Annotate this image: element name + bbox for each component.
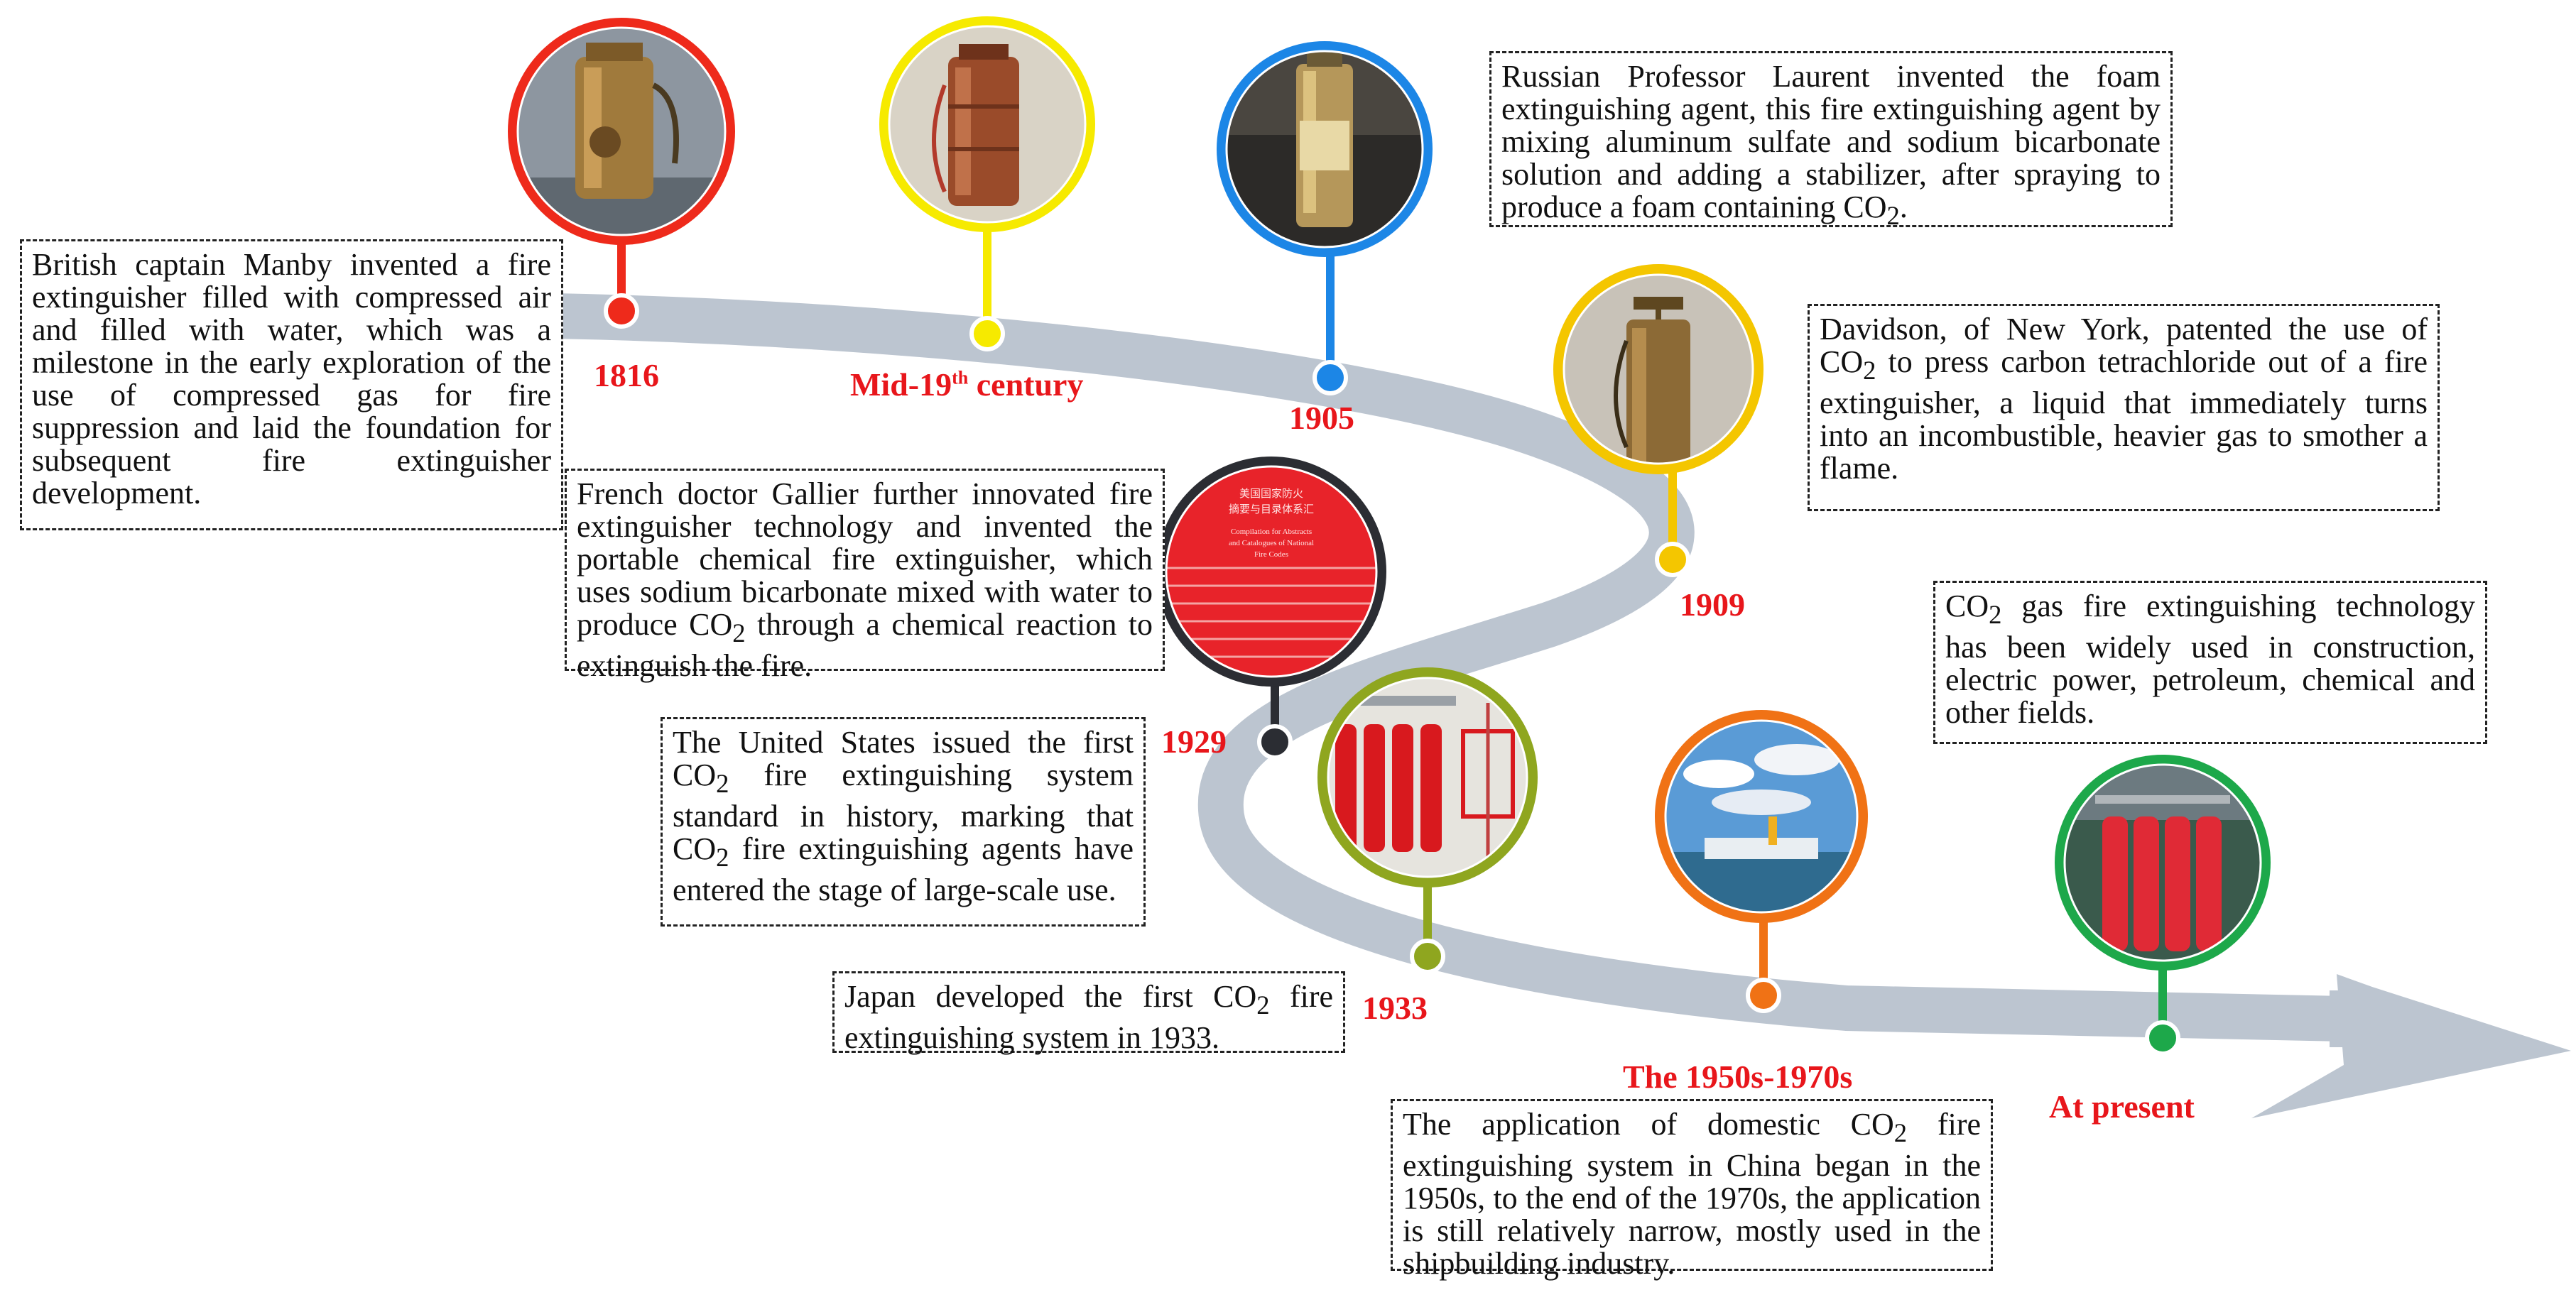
year-1816: 1816 xyxy=(594,357,659,393)
note-davidson-end: to press carbon tetrachloride out of a f… xyxy=(1820,344,2428,486)
note-japan-end: fire extinguishing system in 1933. xyxy=(844,979,1334,1055)
road-arrowhead xyxy=(2251,974,2571,1118)
red-cylinder-bank-photo xyxy=(2065,765,2261,961)
medallion-1905 xyxy=(1217,41,1433,257)
note-davidson-1909: Davidson, of New York, patented the use … xyxy=(1808,304,2440,511)
note-china-text: The application of domestic CO xyxy=(1403,1107,1894,1142)
road-arrowhead-base xyxy=(2330,990,2358,1047)
note-laurent-text: Russian Professor Laurent invented the f… xyxy=(1501,59,2161,224)
year-mid-19th-century: Mid-19th century xyxy=(850,366,1083,403)
year-mid19-text: Mid-19 xyxy=(850,366,952,403)
doc-cover-line-3: Compilation for Abstracts xyxy=(1231,528,1312,536)
note-china-sub: 2 xyxy=(1893,1118,1908,1147)
road-body xyxy=(553,293,2344,1042)
year-1905: 1905 xyxy=(1289,400,1354,436)
note-us-end: fire extinguishing agents have entered t… xyxy=(673,831,1134,907)
brass-pump-extinguisher-photo xyxy=(1564,275,1753,464)
note-laurent-sub: 2 xyxy=(1886,200,1900,230)
doc-cover-line-1: 美国国家防火 xyxy=(1239,488,1303,500)
copper-extinguisher-photo xyxy=(889,26,1085,222)
dot-1816 xyxy=(604,293,639,329)
note-us-mid: fire extinguishing system standard in hi… xyxy=(673,758,1134,866)
medallion-mid19 xyxy=(879,16,1095,232)
note-manby-text: British captain Manby invented a fire ex… xyxy=(32,247,551,510)
foam-extinguisher-photo xyxy=(1227,51,1423,247)
medallion-1929: 美国国家防火 摘要与目录体系汇 Compilation for Abstract… xyxy=(1156,457,1386,687)
note-japan-sub: 2 xyxy=(1256,990,1270,1020)
year-1933: 1933 xyxy=(1362,990,1428,1026)
note-japan-1933: Japan developed the first CO2 fire extin… xyxy=(832,971,1345,1055)
note-present: CO2 gas fire extinguishing technology ha… xyxy=(1933,581,2487,744)
note-china-end: fire extinguishing system in China began… xyxy=(1403,1107,1981,1281)
note-laurent-1905: Russian Professor Laurent invented the f… xyxy=(1489,51,2173,230)
note-present-text: CO xyxy=(1945,589,1989,623)
medallion-1933 xyxy=(1317,667,1538,887)
note-us-standard-1929: The United States issued the first CO2 f… xyxy=(661,717,1146,927)
standard-document-cover-photo: 美国国家防火 摘要与目录体系汇 Compilation for Abstract… xyxy=(1166,466,1376,677)
medallion-1816 xyxy=(508,18,735,245)
medallion-1909 xyxy=(1553,264,1763,474)
note-gallier-sub: 2 xyxy=(732,618,746,648)
milestone-dots xyxy=(604,293,2180,1056)
dot-present xyxy=(2145,1020,2180,1056)
note-gallier-text: French doctor Gallier further innovated … xyxy=(577,476,1153,642)
dot-1929 xyxy=(1257,724,1293,760)
medallion-present xyxy=(2055,755,2271,971)
note-us-sub-2: 2 xyxy=(716,842,729,872)
note-manby-1816: British captain Manby invented a fire ex… xyxy=(20,239,563,530)
year-mid19-suffix: century xyxy=(968,366,1084,403)
note-laurent-end: . xyxy=(1899,190,1908,224)
year-1950s-1970s: The 1950s-1970s xyxy=(1623,1059,1853,1095)
dot-1933 xyxy=(1410,939,1445,974)
note-us-text: The United States issued the first CO xyxy=(673,725,1134,792)
year-1909: 1909 xyxy=(1680,586,1745,623)
year-1929: 1929 xyxy=(1161,723,1227,760)
note-japan-text: Japan developed the first CO xyxy=(844,979,1257,1014)
doc-cover-line-2: 摘要与目录体系汇 xyxy=(1229,503,1314,515)
medallion-1950s xyxy=(1655,710,1868,923)
note-present-end: gas fire extinguishing technology has be… xyxy=(1945,589,2475,730)
note-us-sub: 2 xyxy=(716,768,729,798)
note-present-sub: 2 xyxy=(1989,599,2002,629)
note-china-1950s: The application of domestic CO2 fire ext… xyxy=(1391,1099,1993,1279)
dot-1905 xyxy=(1313,360,1348,395)
note-davidson-sub: 2 xyxy=(1863,355,1876,385)
ship-at-sea-photo xyxy=(1665,721,1857,912)
doc-cover-line-5: Fire Codes xyxy=(1254,550,1288,559)
note-gallier-mid19: French doctor Gallier further innovated … xyxy=(565,469,1165,682)
dot-1950s xyxy=(1746,978,1781,1013)
year-at-present: At present xyxy=(2049,1088,2195,1125)
note-gallier-end: through a chemical reaction to extinguis… xyxy=(577,607,1153,683)
year-mid19-sup: th xyxy=(952,367,969,388)
note-davidson-text: Davidson, of New York, patented the use … xyxy=(1820,312,2428,379)
timeline-road xyxy=(553,293,2571,1118)
doc-cover-line-4: and Catalogues of National xyxy=(1229,539,1314,547)
dot-1909 xyxy=(1655,542,1690,577)
dot-mid19 xyxy=(969,316,1005,351)
